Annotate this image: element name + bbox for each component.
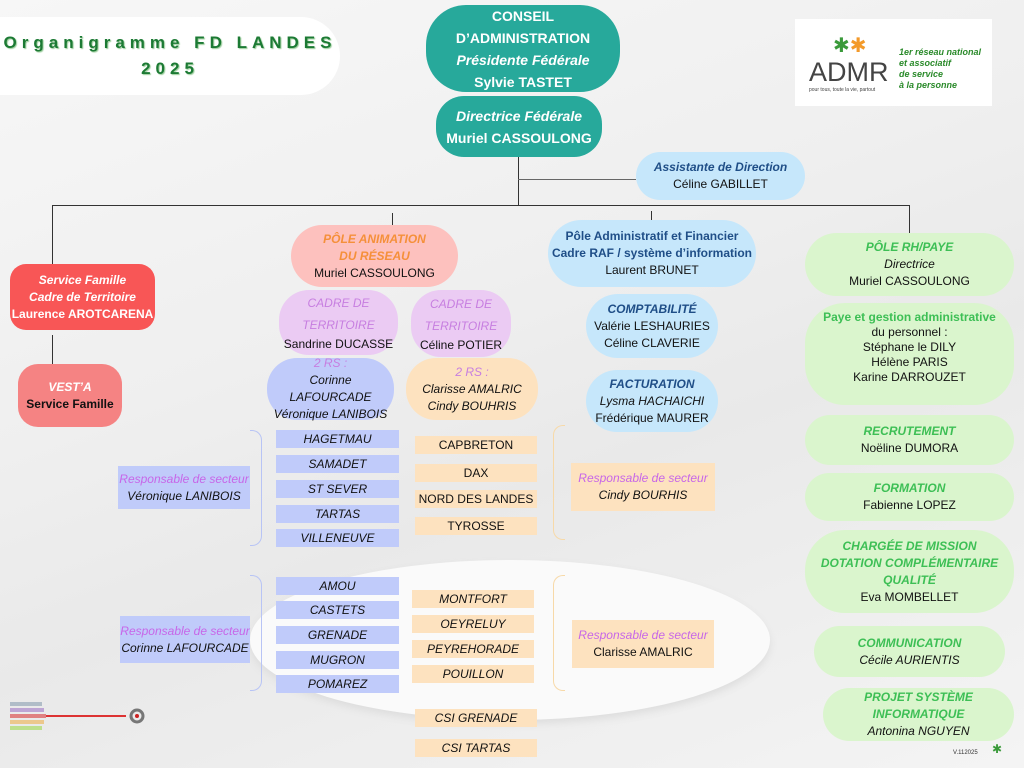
logo-brand: ADMR: [809, 57, 889, 87]
logo-figures-icon: ✱✱: [833, 35, 867, 57]
sector-castets: CASTETS: [276, 601, 399, 619]
sector-oeyreluy: OEYRELUY: [412, 615, 534, 633]
connector: [52, 205, 910, 206]
sector-amou: AMOU: [276, 577, 399, 595]
connector: [518, 150, 519, 205]
bracket: [250, 430, 262, 546]
connector: [518, 179, 636, 180]
title-line1: Organigramme FD LANDES: [3, 33, 337, 52]
sector-villeneuve: VILLENEUVE: [276, 529, 399, 547]
connector: [651, 211, 652, 220]
title-banner: Organigramme FD LANDES 2025: [0, 17, 340, 95]
sector-csi-grenade: CSI GRENADE: [415, 709, 537, 727]
sector-csi-tartas: CSI TARTAS: [415, 739, 537, 757]
bracket: [250, 575, 262, 691]
sector-pomarez: POMAREZ: [276, 675, 399, 693]
sector-hagetmau: HAGETMAU: [276, 430, 399, 448]
admr-small-icon: ✱: [992, 742, 1003, 756]
logo-tagline: pour tous, toute la vie, partout: [809, 87, 876, 93]
sector-peyrehorade: PEYREHORADE: [412, 640, 534, 658]
sector-pouillon: POUILLON: [412, 665, 534, 683]
sector-dax: DAX: [415, 464, 537, 482]
connector: [52, 335, 53, 364]
bracket: [553, 575, 565, 691]
connector: [392, 213, 393, 225]
sector-grenade: GRENADE: [276, 626, 399, 644]
sector-samadet: SAMADET: [276, 455, 399, 473]
sector-tyrosse: TYROSSE: [415, 517, 537, 535]
sector-nord-des-landes: NORD DES LANDES: [415, 490, 537, 508]
sector-st-sever: ST SEVER: [276, 480, 399, 498]
connector: [909, 205, 910, 233]
sector-capbreton: CAPBRETON: [415, 436, 537, 454]
admr-logo: ✱✱ ADMR pour tous, toute la vie, partout…: [795, 19, 992, 106]
connector: [52, 205, 53, 264]
funnel-target-icon: [10, 702, 145, 730]
sector-montfort: MONTFORT: [412, 590, 534, 608]
bracket: [553, 425, 565, 540]
title-line2: 2025: [141, 59, 199, 78]
version-label: V.112025: [953, 750, 978, 756]
chargee-box: CHARGÉE DE MISSION DOTATION COMPLÉMENTAI…: [805, 530, 1014, 613]
sector-tartas: TARTAS: [276, 505, 399, 523]
sector-mugron: MUGRON: [276, 651, 399, 669]
